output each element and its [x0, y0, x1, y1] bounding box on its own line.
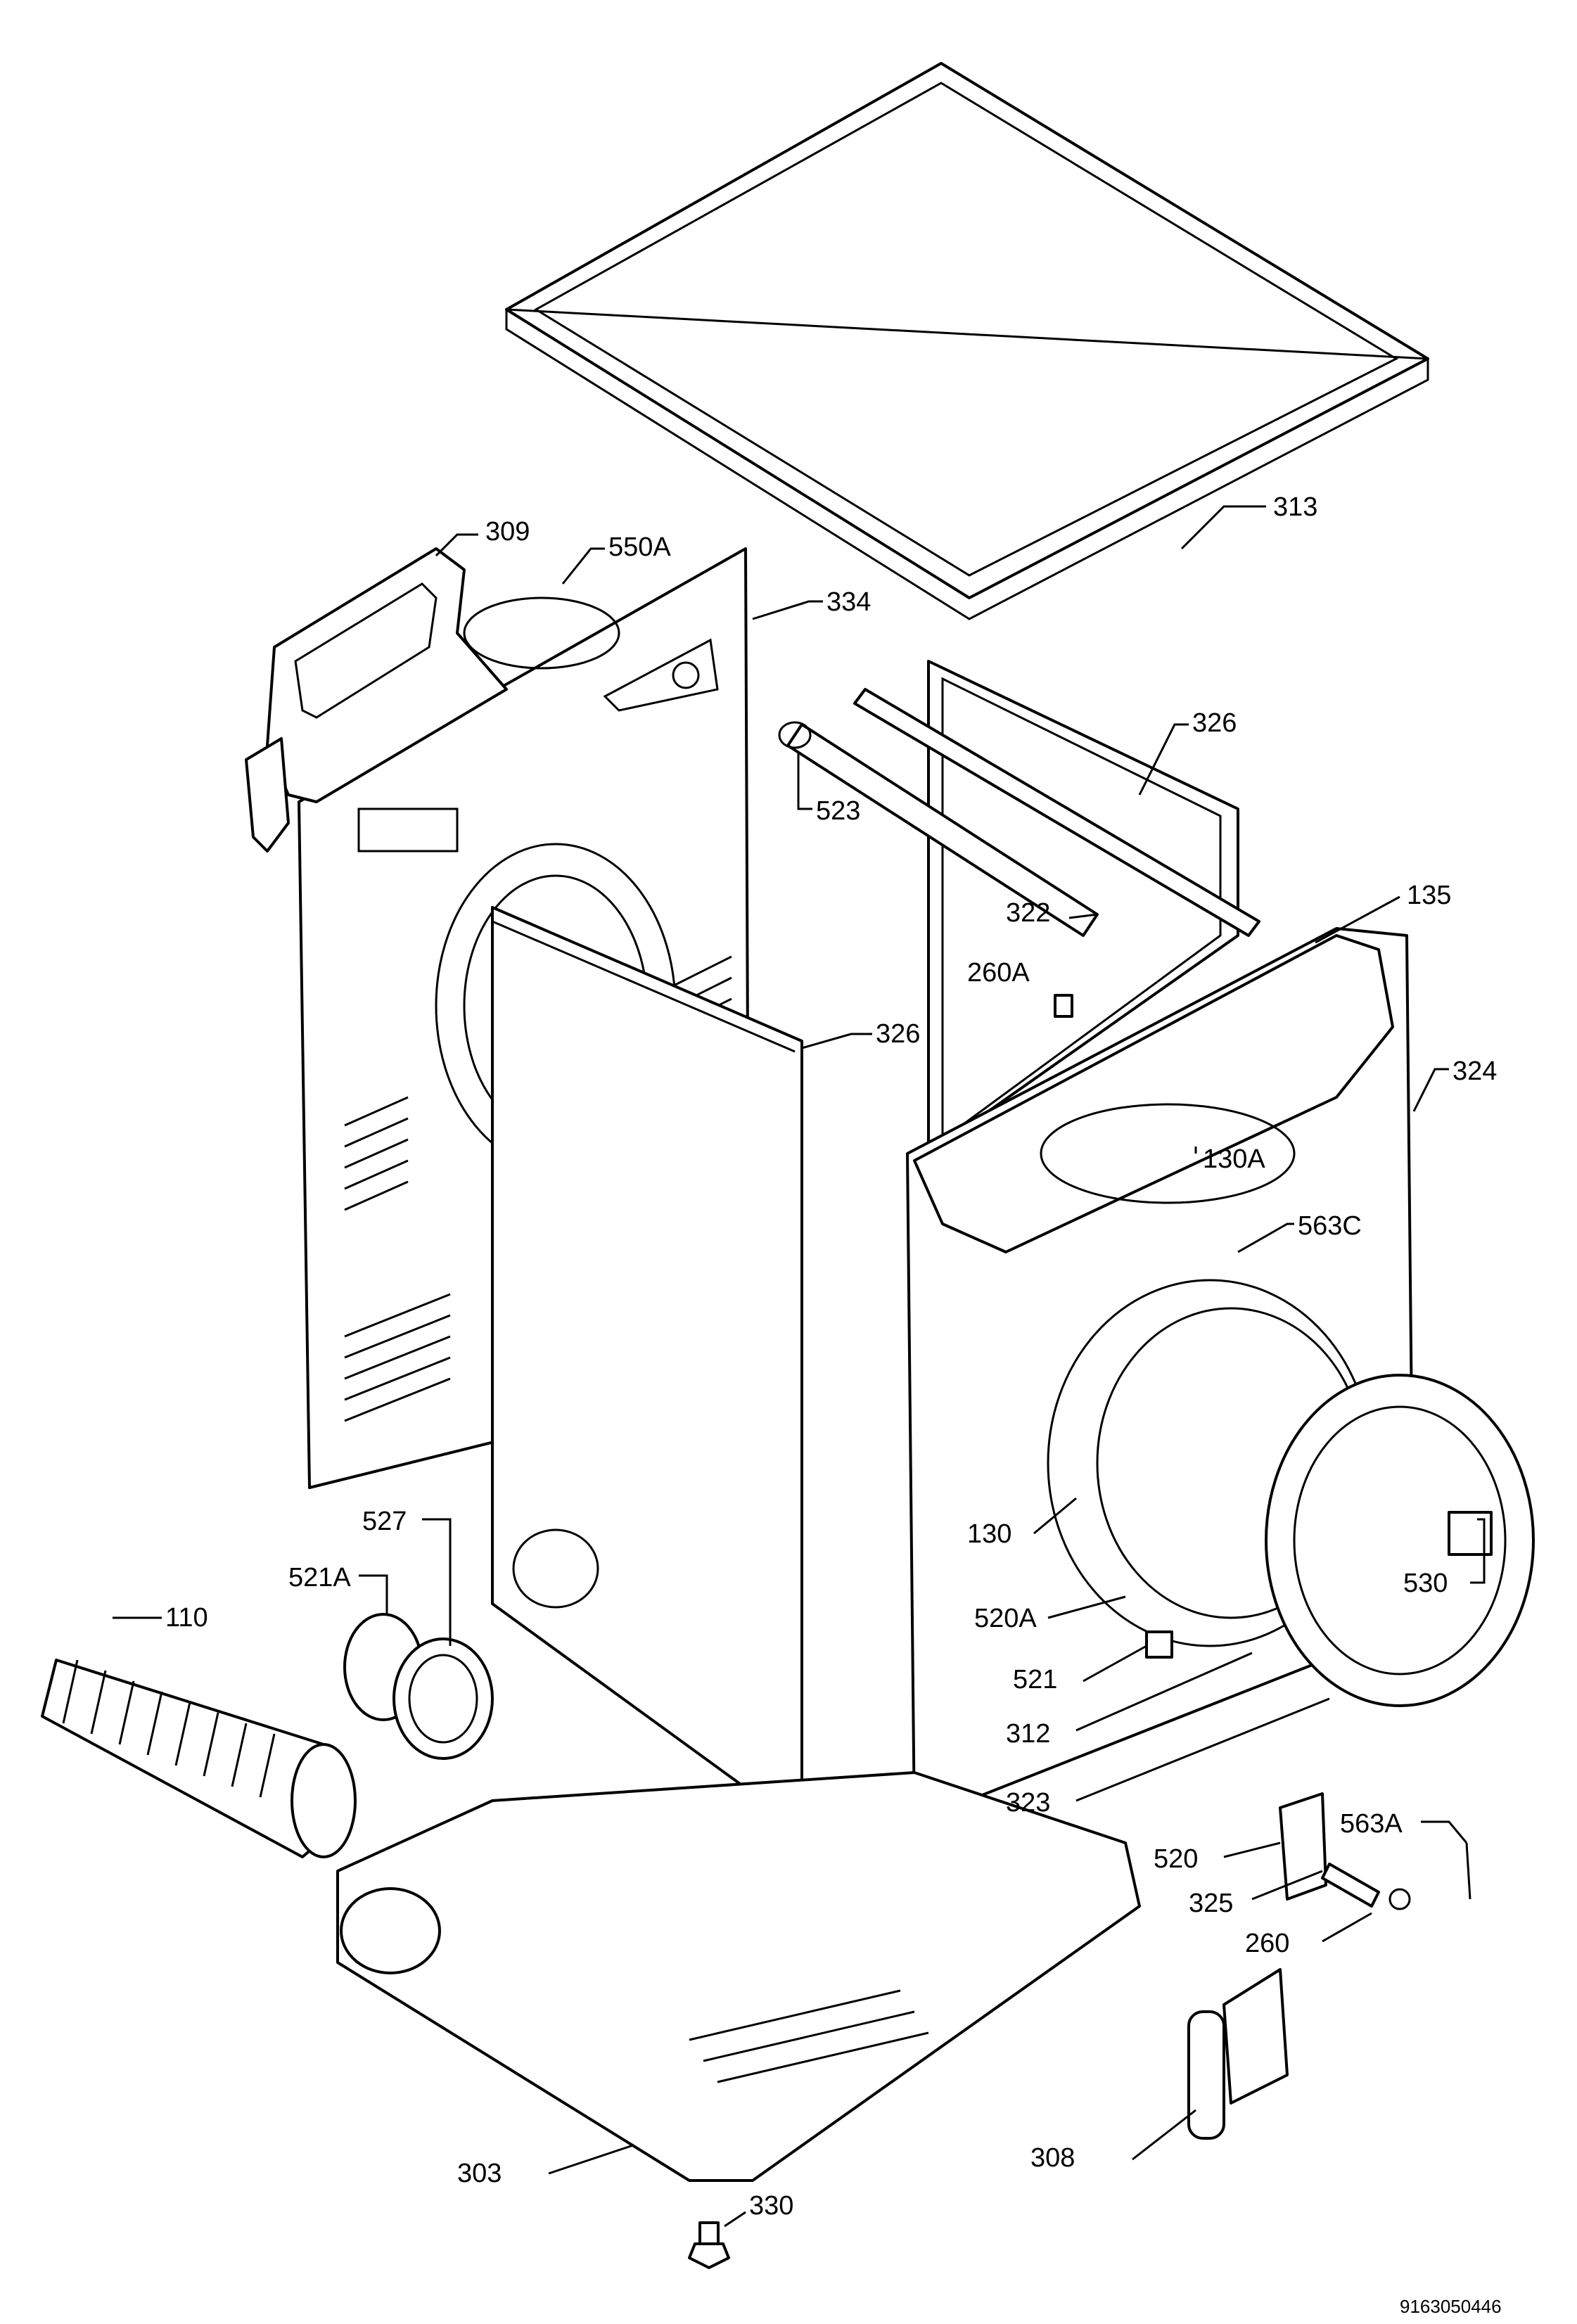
callout-563c: 563C [1298, 1211, 1362, 1241]
part-303-base [336, 1771, 1141, 2182]
callout-520: 520 [1154, 1844, 1198, 1874]
part-563a-pin [1465, 1842, 1471, 1900]
callout-130a: 130A [1203, 1144, 1265, 1174]
callout-530: 530 [1403, 1569, 1448, 1598]
part-530-door [1265, 1374, 1535, 1707]
leader-lines [113, 505, 1486, 2228]
callout-313: 313 [1273, 492, 1317, 522]
callout-323: 323 [1006, 1788, 1050, 1818]
part-325-lever [1321, 1863, 1380, 1908]
document-code: 9163050446 [1400, 2296, 1502, 2317]
part-110-hose [41, 1659, 357, 1858]
callout-527: 527 [362, 1507, 407, 1536]
part-326-side-panel-left [491, 906, 803, 1830]
part-527-ring [392, 1637, 494, 1760]
part-260a-clip [1054, 994, 1073, 1018]
callout-521a: 521A [288, 1563, 351, 1592]
callout-326a: 326 [1192, 708, 1237, 738]
callout-326b: 326 [876, 1019, 920, 1049]
callout-523: 523 [816, 796, 860, 826]
part-313-top-lid [505, 62, 1429, 620]
callout-labels: 313 309 550A 334 326 523 322 135 260A 32… [165, 492, 1502, 2317]
callout-334: 334 [826, 587, 871, 617]
callout-563a: 563A [1340, 1809, 1403, 1839]
part-330-foot [688, 2221, 730, 2269]
callout-330: 330 [749, 2191, 793, 2221]
part-523-rail [778, 721, 1099, 937]
part-309-vent-duct [245, 547, 620, 853]
callout-135: 135 [1407, 881, 1451, 910]
part-322-rail [853, 688, 1260, 937]
part-260-spring [1388, 1888, 1411, 1910]
callout-322: 322 [1006, 898, 1050, 928]
callout-520a: 520A [974, 1604, 1037, 1633]
part-308-hinge [1187, 1968, 1289, 2140]
callout-309: 309 [485, 517, 530, 547]
callout-110: 110 [165, 1603, 208, 1633]
part-521-clip [1145, 1630, 1173, 1659]
callout-550a: 550A [608, 532, 671, 562]
callout-521: 521 [1013, 1665, 1057, 1694]
callout-325: 325 [1189, 1889, 1233, 1918]
callout-260a: 260A [967, 958, 1030, 988]
callout-260: 260 [1245, 1929, 1289, 1958]
callout-312: 312 [1006, 1719, 1050, 1749]
part-520-hinge-plate [1279, 1792, 1327, 1901]
callout-303: 303 [457, 2159, 502, 2188]
callout-130: 130 [967, 1519, 1011, 1549]
callout-308: 308 [1030, 2143, 1075, 2173]
callout-324: 324 [1452, 1056, 1497, 1086]
